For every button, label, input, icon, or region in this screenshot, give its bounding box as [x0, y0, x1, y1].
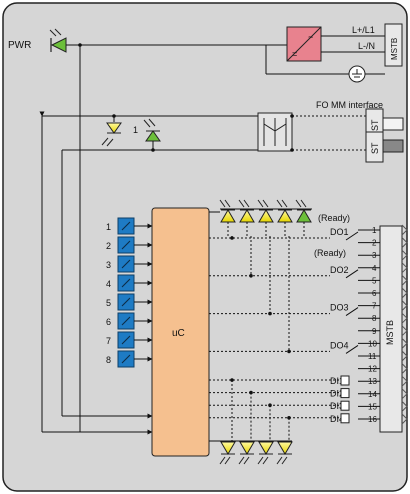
- terminal-1[interactable]: 1: [358, 224, 408, 236]
- output-do2: DO2: [209, 236, 359, 279]
- input-label: DI2: [330, 389, 344, 399]
- input-di3: DI3: [209, 400, 350, 441]
- terminal-6[interactable]: 6: [358, 287, 408, 299]
- fo-bypass-switch: [257, 112, 293, 152]
- mstb-top-connector: MSTB: [384, 23, 403, 67]
- dip-switch-7[interactable]: 7: [106, 331, 153, 349]
- microcontroller-block: [151, 207, 210, 457]
- terminal-8[interactable]: 8: [358, 312, 408, 324]
- dip-switch-6[interactable]: 6: [106, 312, 153, 330]
- power-supply-icon: ~ =: [286, 26, 322, 62]
- output-label: DO3: [330, 303, 349, 313]
- dip-switch-label: 4: [106, 279, 111, 289]
- terminal-16[interactable]: 16: [358, 413, 408, 425]
- l-minus-label: L-/N: [358, 41, 375, 51]
- status-led-bottom-4-icon: [276, 441, 293, 465]
- pwr-label: PWR: [8, 40, 31, 51]
- ground-icon: [348, 65, 366, 83]
- fo-led-number: 1: [133, 125, 138, 135]
- terminal-15[interactable]: 15: [358, 401, 408, 412]
- terminal-4[interactable]: 4: [358, 262, 408, 274]
- svg-text:~: ~: [308, 32, 313, 42]
- dip-switch-1[interactable]: 1: [106, 217, 153, 235]
- dip-switch-2[interactable]: 2: [106, 236, 153, 254]
- terminal-2[interactable]: 2: [358, 237, 408, 248]
- mstb-top-label: MSTB: [390, 38, 399, 60]
- output-label: DO4: [330, 340, 349, 350]
- input-di4: DI4: [209, 413, 350, 441]
- status-led-top-5-icon: [295, 199, 312, 223]
- terminal-3[interactable]: 3: [358, 249, 408, 261]
- input-label: DI1: [330, 376, 344, 386]
- output-label: DO1: [330, 227, 349, 237]
- dip-switch-8[interactable]: 8: [106, 350, 153, 368]
- input-di2: DI2: [209, 388, 350, 441]
- status-led-bottom-3-icon: [257, 441, 274, 465]
- dip-switch-5[interactable]: 5: [106, 293, 153, 311]
- output-do4: DO4: [209, 236, 359, 354]
- dip-switch-3[interactable]: 3: [106, 255, 153, 273]
- terminal-7[interactable]: 7: [358, 300, 408, 311]
- terminal-14[interactable]: 14: [358, 388, 408, 400]
- dip-switch-label: 6: [106, 317, 111, 327]
- mstb-side-connector: MSTB: [379, 225, 403, 433]
- dip-switch-label: 7: [106, 336, 111, 346]
- dip-switch-group: 1 2 3 4 5 6 7 8: [106, 217, 153, 368]
- input-label: DI4: [330, 414, 344, 424]
- dip-switch-label: 1: [106, 222, 111, 232]
- status-led-bottom-1-icon: [219, 441, 236, 465]
- st-connector-bottom[interactable]: ST: [365, 131, 404, 163]
- status-led-bank-top: [209, 199, 312, 236]
- terminal-13[interactable]: 13: [358, 375, 408, 387]
- st-bottom-label: ST: [370, 142, 380, 154]
- terminal-11[interactable]: 11: [358, 350, 408, 362]
- input-label: DI3: [330, 401, 344, 411]
- fo-tx-led-icon: [143, 118, 161, 142]
- st-top-label: ST: [370, 119, 380, 131]
- uc-label: uC: [172, 328, 185, 339]
- input-di1: DI1: [209, 375, 350, 441]
- dip-switch-label: 8: [106, 355, 111, 365]
- fo-interface-label: FO MM interface: [316, 100, 383, 110]
- terminal-9[interactable]: 9: [358, 325, 408, 337]
- status-led-top-3-icon: [257, 199, 274, 223]
- l-plus-label: L+/L1: [352, 25, 375, 35]
- svg-text:=: =: [292, 49, 297, 59]
- terminal-5[interactable]: 5: [358, 275, 408, 286]
- output-do3: DO3: [209, 236, 359, 317]
- output-label: DO2: [330, 265, 349, 275]
- mstb-side-label: MSTB: [385, 320, 395, 345]
- terminal-12[interactable]: 12: [358, 363, 408, 374]
- terminal-number: 3: [372, 251, 377, 260]
- fo-rx-led-icon: [101, 122, 122, 147]
- status-led-bank-bottom: [209, 440, 293, 465]
- status-led-bottom-2-icon: [238, 441, 255, 465]
- dip-switch-label: 2: [106, 241, 111, 251]
- dip-switch-label: 3: [106, 260, 111, 270]
- dip-switch-4[interactable]: 4: [106, 274, 153, 292]
- dip-switch-label: 5: [106, 298, 111, 308]
- terminal-10[interactable]: 10: [358, 338, 408, 349]
- terminal-screws: 12345678910111213141516: [358, 224, 408, 425]
- ready-top-label: (Ready): [318, 213, 350, 223]
- ready-mid-label: (Ready): [314, 248, 346, 258]
